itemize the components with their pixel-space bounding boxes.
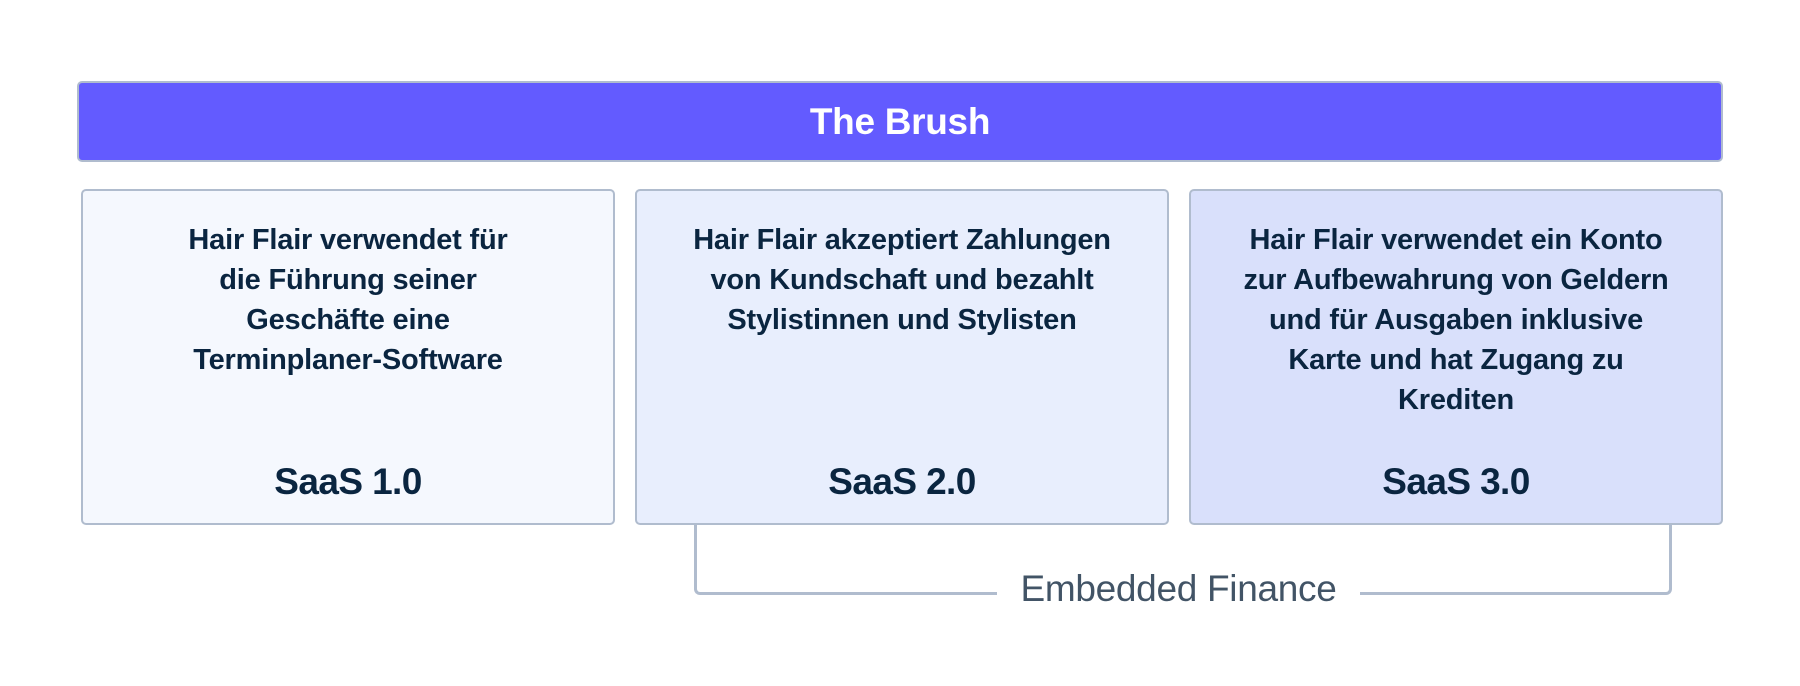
saas-1-card: Hair Flair verwendet für die Führung sei… (81, 189, 615, 525)
description-line: Hair Flair verwendet ein Konto (1249, 224, 1663, 256)
description-line: Geschäfte eine (246, 304, 450, 336)
saas-2-card: Hair Flair akzeptiert Zahlungen von Kund… (635, 189, 1169, 525)
card-title: SaaS 3.0 (1382, 461, 1530, 502)
description-line: von Kundschaft und bezahlt (710, 264, 1094, 296)
card-title: SaaS 2.0 (828, 461, 976, 502)
description-line: Terminplaner-Software (193, 344, 503, 376)
description-line: Hair Flair akzeptiert Zahlungen (693, 224, 1111, 256)
saas-3-card: Hair Flair verwendet ein Konto zur Aufbe… (1189, 189, 1723, 525)
card-description: Hair Flair verwendet für die Führung sei… (83, 220, 613, 380)
embedded-finance-label: Embedded Finance (1020, 568, 1337, 609)
card-description: Hair Flair akzeptiert Zahlungen von Kund… (637, 220, 1167, 340)
description-line: zur Aufbewahrung von Geldern (1243, 264, 1669, 296)
description-line: Karte und hat Zugang zu (1288, 344, 1624, 376)
platform-header: The Brush (77, 81, 1723, 162)
description-line: die Führung seiner (219, 264, 477, 296)
description-line: Krediten (1397, 384, 1515, 416)
description-line: Hair Flair verwendet für (188, 224, 508, 256)
description-line: und für Ausgaben inklusive (1269, 304, 1643, 336)
embedded-finance-bracket-right (1360, 525, 1672, 595)
platform-title: The Brush (809, 101, 991, 142)
card-description: Hair Flair verwendet ein Konto zur Aufbe… (1191, 220, 1721, 420)
embedded-finance-bracket-left (694, 525, 997, 595)
description-line: Stylistinnen und Stylisten (727, 304, 1077, 336)
card-title: SaaS 1.0 (274, 461, 422, 502)
